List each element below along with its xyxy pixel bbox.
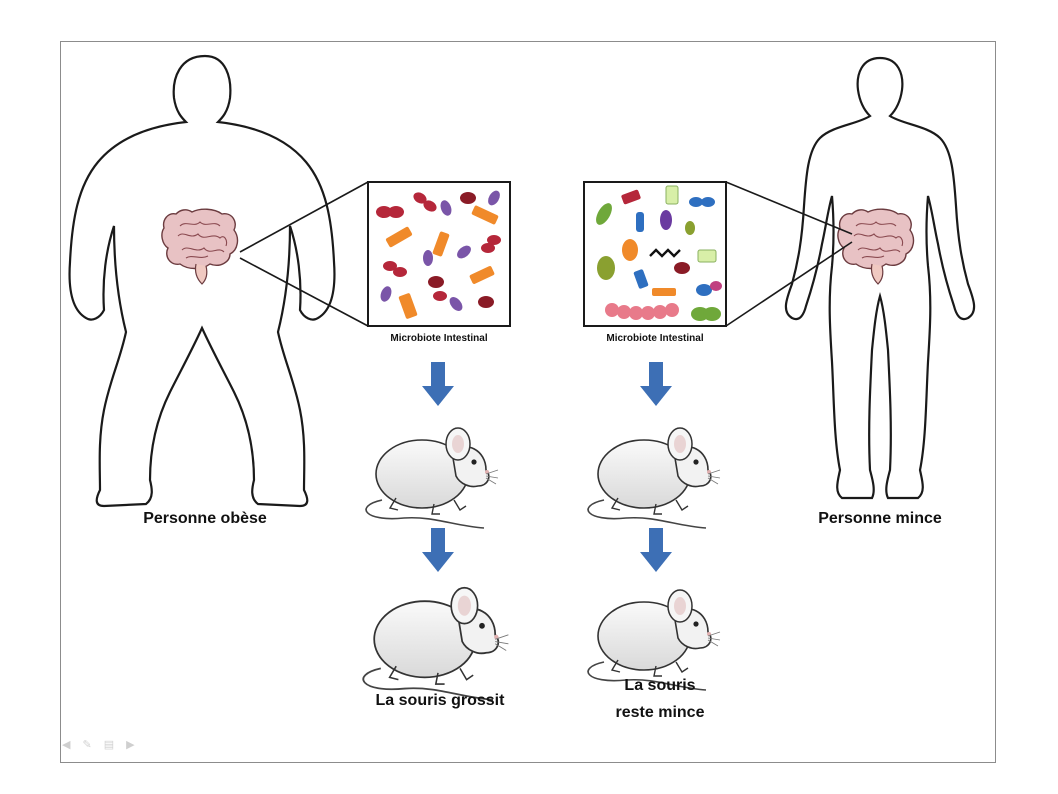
microbiota-box-right — [583, 181, 853, 327]
arrow-down-icon — [640, 528, 672, 572]
mouse-stays-thin-label-line2: reste mince — [615, 704, 705, 721]
mouse-icon — [587, 427, 721, 529]
microbiota-box-left — [239, 181, 511, 327]
microbiota-label-left: Microbiote Intestinal — [390, 333, 488, 344]
mouse-icon — [365, 427, 499, 529]
slideshow-toolbar: ◀ ✎ ▤ ▶ — [62, 738, 135, 751]
mouse-gains-weight-label: La souris grossit — [375, 692, 505, 709]
arrow-down-icon — [422, 528, 454, 572]
mouse-icon — [587, 589, 721, 691]
arrow-down-icon — [422, 362, 454, 406]
next-icon[interactable]: ▶ — [126, 739, 135, 751]
obese-person-silhouette — [68, 54, 336, 508]
fat-mouse-icon — [362, 586, 510, 701]
prev-icon[interactable]: ◀ — [62, 739, 71, 751]
menu-icon[interactable]: ▤ — [103, 739, 115, 751]
mouse-stays-thin-label-line1: La souris — [624, 677, 696, 694]
obese-person-label: Personne obèse — [143, 510, 267, 527]
bacteria-cluster-left — [376, 190, 501, 319]
thin-person-label: Personne mince — [818, 510, 942, 527]
bacteria-cluster-right — [596, 185, 722, 321]
arrow-down-icon — [640, 362, 672, 406]
microbiota-label-right: Microbiote Intestinal — [606, 333, 704, 344]
pen-icon[interactable]: ✎ — [82, 739, 92, 751]
thin-person-silhouette — [784, 56, 976, 500]
